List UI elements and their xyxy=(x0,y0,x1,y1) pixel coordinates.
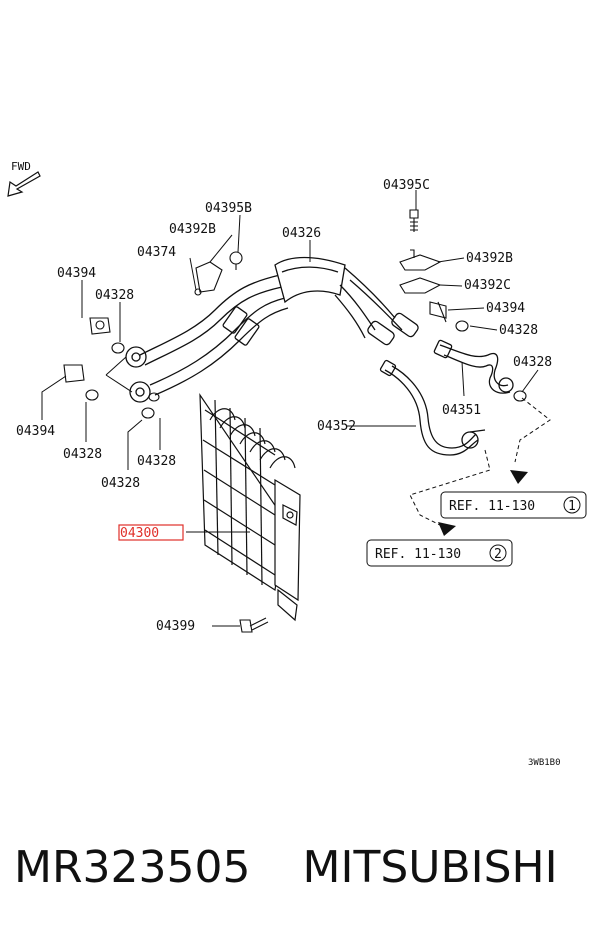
reference-arrow-icon xyxy=(438,470,528,536)
callout-04392b-left: 04392B xyxy=(169,222,216,237)
fwd-arrow-icon xyxy=(7,171,41,197)
reference-1-text: REF. 11-130 xyxy=(449,499,535,514)
callout-04392c: 04392C xyxy=(464,278,511,293)
brand-name: MITSUBISHI xyxy=(302,842,558,893)
callout-04392b-right: 04392B xyxy=(466,251,513,266)
oil-cooler-04300 xyxy=(199,392,301,622)
fwd-label: FWD xyxy=(11,160,31,173)
callout-04394-bottom-left: 04394 xyxy=(16,424,55,439)
pipe-04352 xyxy=(379,359,486,456)
callout-04300: 04300 xyxy=(120,526,159,541)
callout-04352: 04352 xyxy=(317,419,356,434)
callout-04351: 04351 xyxy=(442,403,481,418)
callout-04394-right: 04394 xyxy=(486,301,525,316)
leader-lines xyxy=(41,190,551,627)
reference-2-number: 2 xyxy=(494,547,502,562)
reference-box-1[interactable]: REF. 11-130 1 xyxy=(440,491,587,519)
hose-assembly-04326 xyxy=(125,256,419,403)
reference-box-2[interactable]: REF. 11-130 2 xyxy=(366,539,513,567)
pipe-04351 xyxy=(433,339,514,394)
callout-04326: 04326 xyxy=(282,226,321,241)
hardware-parts xyxy=(63,209,527,633)
callout-04399: 04399 xyxy=(156,619,195,634)
callout-04374: 04374 xyxy=(137,245,176,260)
callout-04395c: 04395C xyxy=(383,178,430,193)
callout-04394-top-left: 04394 xyxy=(57,266,96,281)
reference-2-text: REF. 11-130 xyxy=(375,547,461,562)
part-number: MR323505 xyxy=(14,842,251,893)
callout-04328-a: 04328 xyxy=(95,288,134,303)
callout-04395b: 04395B xyxy=(205,201,252,216)
caption: MR323505 MITSUBISHI xyxy=(14,838,594,898)
reference-1-number: 1 xyxy=(568,499,576,514)
callout-04328-right-b: 04328 xyxy=(513,355,552,370)
diagram-code: 3WB1B0 xyxy=(528,758,561,768)
callout-04328-right-a: 04328 xyxy=(499,323,538,338)
callout-04328-b: 04328 xyxy=(63,447,102,462)
highlight-box xyxy=(118,524,184,541)
callout-04328-d: 04328 xyxy=(101,476,140,491)
callout-04328-c: 04328 xyxy=(137,454,176,469)
